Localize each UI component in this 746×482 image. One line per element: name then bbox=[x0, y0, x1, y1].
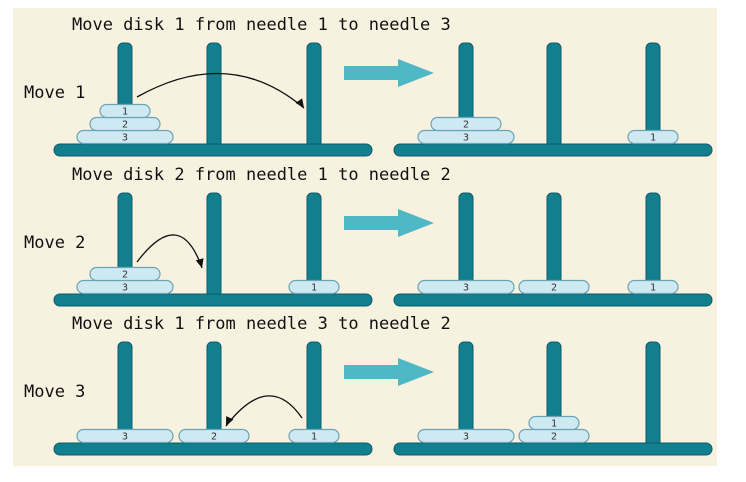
before-base bbox=[54, 294, 372, 306]
after-disk-label-1: 1 bbox=[650, 133, 656, 144]
before-disk-label-2: 2 bbox=[211, 432, 217, 443]
move-label: Move 1 bbox=[24, 83, 85, 103]
after-base bbox=[394, 144, 712, 156]
after-needle-2 bbox=[547, 43, 561, 148]
move-caption: Move disk 2 from needle 1 to needle 2 bbox=[72, 165, 451, 185]
after-base bbox=[394, 443, 712, 455]
move-caption: Move disk 1 from needle 3 to needle 2 bbox=[72, 314, 451, 334]
before-disk-label-2: 2 bbox=[122, 120, 128, 131]
before-disk-label-2: 2 bbox=[122, 270, 128, 281]
before-needle-2 bbox=[207, 43, 221, 148]
before-needle-3 bbox=[307, 43, 321, 148]
before-base bbox=[54, 144, 372, 156]
after-disk-label-2: 2 bbox=[551, 283, 557, 294]
before-disk-label-3: 3 bbox=[122, 133, 128, 144]
before-base bbox=[54, 443, 372, 455]
before-disk-label-3: 3 bbox=[122, 283, 128, 294]
after-disk-label-1: 1 bbox=[650, 283, 656, 294]
after-disk-label-3: 3 bbox=[463, 432, 469, 443]
before-disk-label-3: 3 bbox=[122, 432, 128, 443]
after-disk-label-1: 1 bbox=[551, 419, 557, 430]
after-disk-label-2: 2 bbox=[551, 432, 557, 443]
after-needle-3 bbox=[646, 342, 660, 447]
after-disk-label-2: 2 bbox=[463, 120, 469, 131]
move-label: Move 3 bbox=[24, 382, 85, 402]
after-disk-label-3: 3 bbox=[463, 283, 469, 294]
before-disk-label-1: 1 bbox=[122, 107, 128, 118]
before-disk-label-1: 1 bbox=[311, 432, 317, 443]
move-caption: Move disk 1 from needle 1 to needle 3 bbox=[72, 15, 451, 35]
after-base bbox=[394, 294, 712, 306]
move-label: Move 2 bbox=[24, 233, 85, 253]
before-disk-label-1: 1 bbox=[311, 283, 317, 294]
before-needle-2 bbox=[207, 193, 221, 298]
after-disk-label-3: 3 bbox=[463, 133, 469, 144]
